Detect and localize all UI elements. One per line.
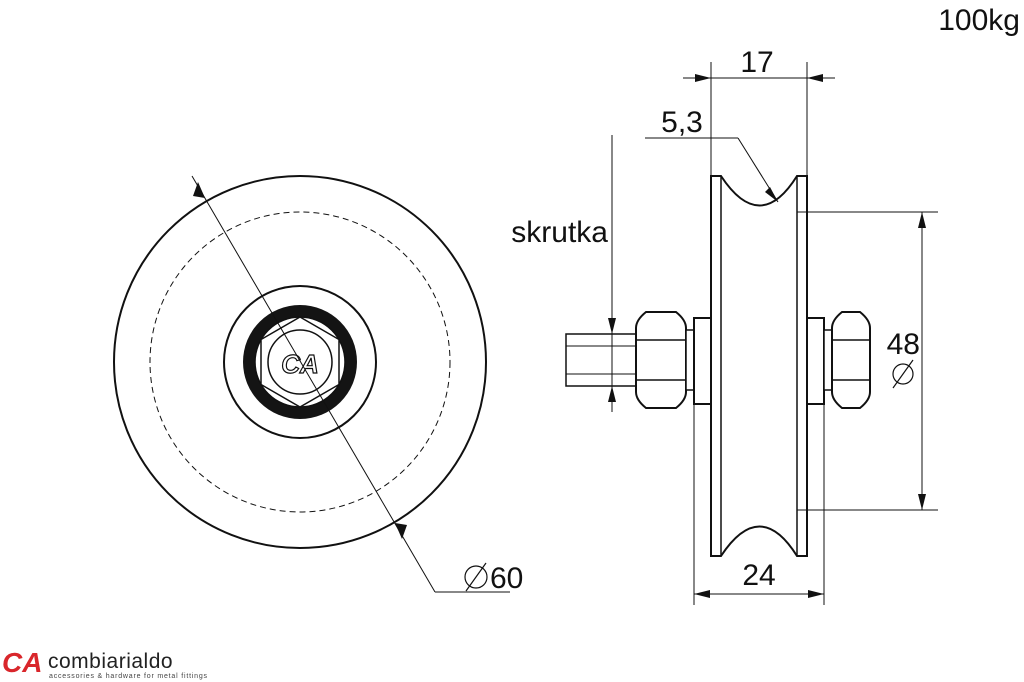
arrow-17-left [695, 74, 711, 82]
brand-tagline: accessories & hardware for metal fitting… [49, 673, 208, 680]
dimensions [608, 62, 938, 605]
arrow-48-top [918, 212, 926, 228]
spacer-right-outer [823, 329, 833, 391]
arrow-bolt-bottom [608, 386, 616, 402]
spacer-left-outer [685, 329, 695, 391]
diameter-60-line [191, 175, 436, 593]
dim-24-label: 24 [742, 559, 775, 592]
wheel-outer-circle [113, 175, 487, 549]
wheel-side-profile [710, 175, 808, 557]
arrow-d60-top [193, 182, 205, 198]
center-logo-mark: CA [281, 349, 319, 379]
washer-left [693, 317, 712, 405]
bolt-label: skrutka [511, 216, 608, 249]
arrow-17-right [807, 74, 823, 82]
bolt-shank [565, 333, 639, 387]
bolt-circle-front [267, 329, 333, 395]
bearing-outer-circle [223, 285, 377, 439]
arrow-bolt-top [608, 318, 616, 334]
brand-logo-mark: CA [2, 647, 42, 678]
dim-48-label: 48 [887, 328, 920, 361]
brand-name: combiarialdo [48, 650, 173, 673]
arrow-d60-bottom [395, 523, 407, 539]
dim-60-diameter-symbol [464, 562, 488, 592]
arrow-24-left [694, 590, 710, 598]
dim-60-label: 60 [490, 562, 523, 595]
arrow-48-bottom [918, 494, 926, 510]
side-view [565, 175, 871, 557]
washer-right [806, 317, 825, 405]
capacity-label: 100kg [938, 4, 1020, 37]
dim-5-3-label: 5,3 [661, 106, 703, 139]
groove-circle-dashed [149, 211, 451, 513]
dim-17-label: 17 [740, 46, 773, 79]
arrow-24-right [808, 590, 824, 598]
front-view: CA [113, 175, 510, 593]
brand-logo: CA combiarialdo accessories & hardware f… [2, 647, 208, 680]
dim-48-diameter-symbol [892, 359, 914, 389]
nut-right [831, 311, 871, 409]
arrow-5-3 [765, 187, 778, 202]
nut-left [635, 311, 687, 409]
